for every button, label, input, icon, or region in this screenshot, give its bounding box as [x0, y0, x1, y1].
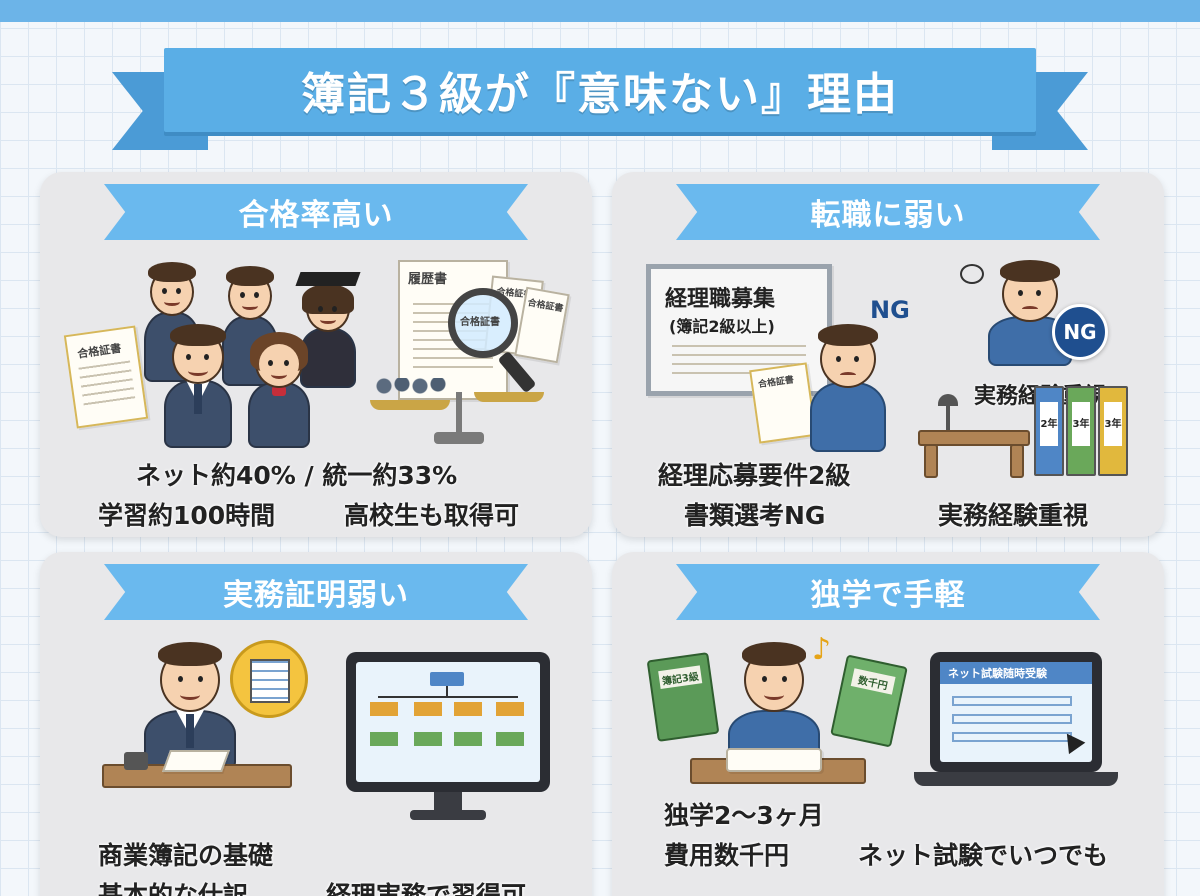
caption-learn-in-practice: 経理実務で習得可	[326, 881, 527, 896]
graduate-icon	[295, 272, 361, 388]
panel-weak-practical-proof: 実務証明弱い 商業簿記の基礎 基本的な仕訳 経理実務で習	[40, 552, 592, 896]
panel-heading-ribbon: 転職に弱い	[676, 184, 1100, 240]
binder-icon: 3年	[1066, 386, 1096, 476]
desk-leg	[924, 444, 938, 478]
panel-heading-ribbon: 独学で手軽	[676, 564, 1100, 620]
ng-label: NG	[870, 296, 910, 324]
caption-basic-journal: 基本的な仕訳	[98, 881, 249, 896]
caption-commercial-basics: 商業簿記の基礎	[98, 841, 274, 870]
laptop-icon: ネット試験随時受験	[930, 652, 1102, 772]
panel-heading: 実務証明弱い	[223, 578, 409, 613]
flowchart-monitor-icon	[346, 652, 550, 792]
panel-weak-for-job-change: 転職に弱い 経理職募集 (簿記2級以上) 合格証書 NG NG 実務経験重視 2…	[612, 172, 1164, 537]
crowd-icon	[374, 378, 446, 400]
stress-scribble-icon	[960, 264, 984, 284]
worried-man-icon	[808, 322, 888, 452]
graduation-cap-icon	[295, 272, 361, 286]
price-book-icon: 数千円	[830, 654, 908, 748]
panel-heading: 合格率高い	[238, 198, 394, 233]
caption-screening-ng: 書類選考NG	[684, 501, 826, 530]
magnifying-glass-icon: 合格証書	[448, 288, 518, 358]
ng-badge: NG	[1052, 304, 1108, 360]
laptop-base	[914, 772, 1118, 786]
caption-study-hours: 学習約100時間	[98, 501, 276, 530]
balance-scale-icon	[370, 378, 550, 448]
desk-leg	[1010, 444, 1024, 478]
desk-lamp-icon	[934, 394, 964, 434]
student-group-icon: 合格証書	[63, 260, 361, 448]
panel-heading-ribbon: 実務証明弱い	[104, 564, 528, 620]
spreadsheet-bubble-icon	[230, 640, 308, 718]
caption-online-exam: ネット試験でいつでも	[858, 841, 1109, 870]
binder-icon: 2年	[1034, 386, 1064, 476]
monitor-base	[410, 810, 486, 820]
caption-study-months: 独学2〜3ヶ月	[664, 801, 824, 830]
panel-easy-self-study: 独学で手軽 簿記3級 数千円 ♪ ネット試験随時受験 独学2〜3ヶ月 費用数千円…	[612, 552, 1164, 896]
top-stripe	[0, 0, 1200, 22]
caption-high-school: 高校生も取得可	[344, 501, 520, 530]
title-banner: 簿記３級が『意味ない』理由	[112, 48, 1088, 152]
ledger-paper	[161, 750, 231, 772]
binder-icon: 3年	[1098, 386, 1128, 476]
laptop-title-bar: ネット試験随時受験	[940, 662, 1092, 684]
resume-illustration: 履歴書 合格証書 合格証書 合格証書	[370, 260, 570, 450]
panel-heading-ribbon: 合格率高い	[104, 184, 528, 240]
person-front-1	[162, 322, 234, 448]
certificate-icon: 合格証書	[63, 325, 149, 429]
studying-student-icon	[724, 640, 824, 770]
caption-pass-rate: ネット約40% / 統一約33%	[136, 461, 458, 490]
caption-experience: 実務経験重視	[938, 501, 1089, 530]
person-front-2	[246, 330, 312, 448]
textbook-icon: 簿記3級	[646, 652, 720, 742]
panel-heading: 独学で手軽	[810, 578, 966, 613]
caption-requirement: 経理応募要件2級	[658, 461, 851, 490]
desk-icon	[918, 430, 1030, 446]
calculator-icon	[124, 752, 148, 770]
certificate-icon: 合格証書	[749, 362, 817, 444]
music-note-icon: ♪	[812, 632, 832, 667]
panel-high-pass-rate: 合格率高い 合格証書	[40, 172, 592, 537]
job-posting-sign: 経理職募集 (簿記2級以上)	[646, 264, 832, 396]
page-title: 簿記３級が『意味ない』理由	[301, 69, 899, 120]
monitor-stand	[434, 792, 462, 812]
caption-cost: 費用数千円	[664, 841, 790, 870]
open-notebook	[726, 748, 822, 772]
panel-heading: 転職に弱い	[810, 198, 966, 233]
title-band: 簿記３級が『意味ない』理由	[164, 48, 1036, 132]
